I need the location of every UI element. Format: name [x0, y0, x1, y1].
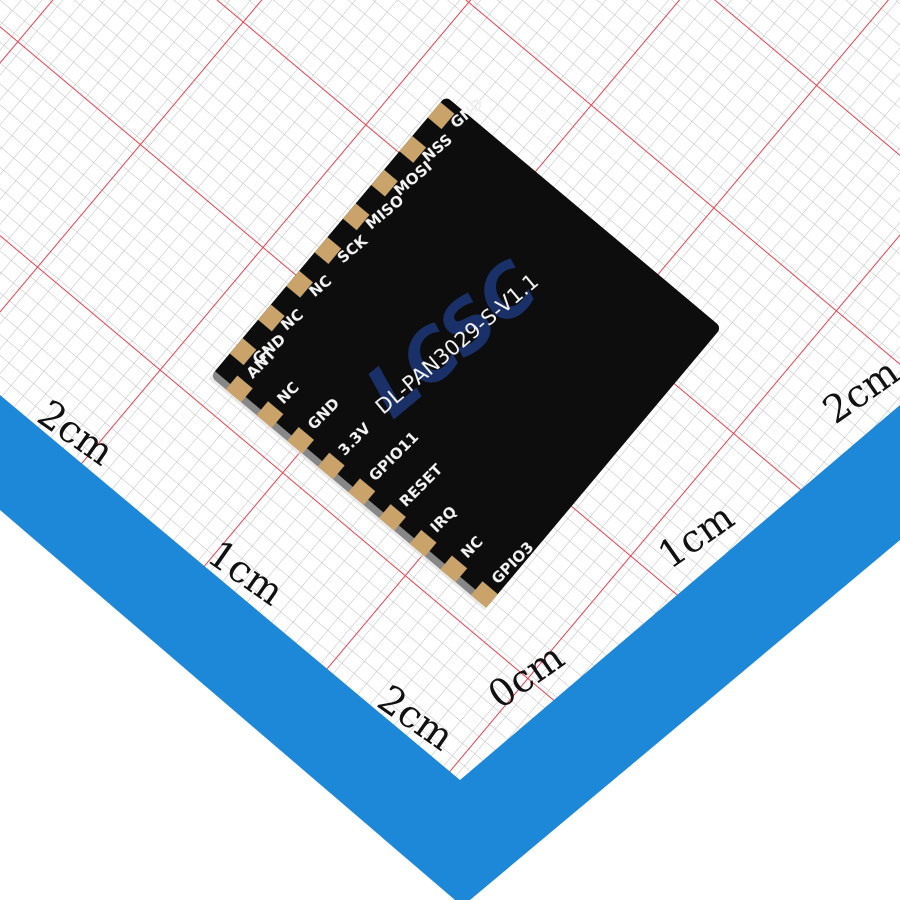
pad: [258, 304, 285, 332]
pad: [342, 203, 370, 231]
pad: [379, 504, 406, 531]
pad: [348, 478, 376, 506]
pad: [399, 135, 427, 163]
pad: [229, 338, 257, 366]
right-pads: [225, 375, 498, 608]
pad: [314, 237, 342, 264]
pad: [256, 401, 284, 428]
pad: [371, 169, 398, 197]
pad: [225, 375, 253, 403]
left-pads: [229, 102, 455, 366]
pad: [409, 529, 437, 557]
pad: [286, 270, 313, 298]
pad: [470, 581, 498, 608]
pad: [287, 426, 314, 454]
pad: [317, 452, 345, 480]
pad: [440, 555, 468, 583]
pad: [427, 102, 455, 130]
ruler-band: [0, 395, 900, 900]
